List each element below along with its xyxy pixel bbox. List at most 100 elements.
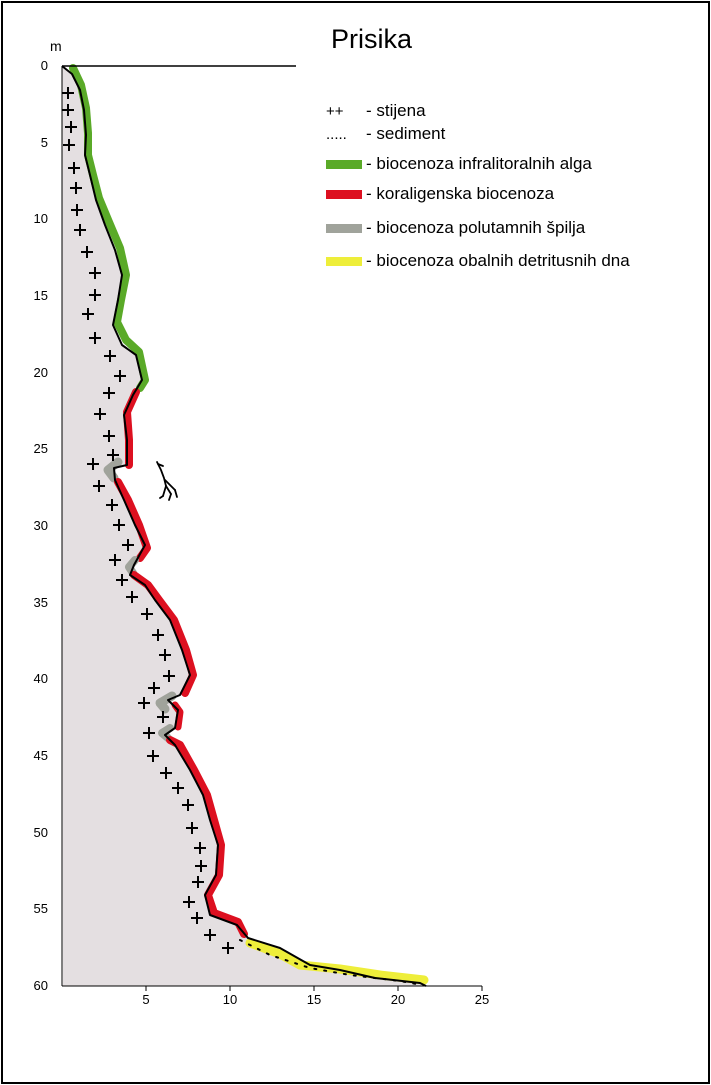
legend-label-semidark-caves: - biocenoza polutamnih špilja	[366, 218, 586, 237]
rock-cross	[103, 430, 115, 442]
rock-cross	[143, 727, 155, 739]
rock-cross	[116, 574, 128, 586]
rock-cross	[148, 682, 160, 694]
band-coralligenous-upper	[123, 388, 140, 469]
legend-item-sediment: ..... - sediment	[326, 124, 445, 146]
rock-cross	[89, 267, 101, 279]
band-cave-lower-1	[155, 691, 177, 714]
legend-label-infralittoral: - biocenoza infralitoralnih alga	[366, 154, 592, 173]
legend-label-rock: - stijena	[366, 101, 426, 120]
legend-label-coastal-detritic: - biocenoza obalnih detritusnih dna	[366, 251, 630, 270]
rock-cross	[152, 629, 164, 641]
rock-cross	[113, 519, 125, 531]
rock-cross	[194, 842, 206, 854]
rock-cross	[192, 876, 204, 888]
rock-cross	[63, 139, 75, 151]
rock-cross	[93, 480, 105, 492]
rock-cross	[89, 289, 101, 301]
legend-label-sediment: - sediment	[366, 124, 446, 143]
rock-cross	[122, 539, 134, 551]
rock-cross	[89, 332, 101, 344]
swatch-semidark-caves	[326, 224, 362, 234]
rock-cross	[222, 942, 234, 954]
rock-symbol: ++	[326, 103, 344, 121]
y-tick-label: 15	[33, 288, 48, 303]
rock-cross	[138, 697, 150, 709]
rock-cross	[65, 121, 77, 133]
y-tick-label: 10	[33, 211, 48, 227]
rock-cross	[204, 929, 216, 941]
x-tick-label: 15	[306, 992, 322, 1007]
rock-cross	[82, 308, 94, 320]
rock-cross	[157, 711, 169, 723]
rock-cross	[81, 246, 93, 258]
legend-item-infralittoral: - biocenoza infralitoralnih alga	[326, 154, 592, 176]
y-tick-label: 40	[33, 671, 48, 687]
swatch-infralittoral	[326, 160, 362, 170]
band-cave-upper	[103, 457, 123, 483]
diver-icon	[156, 461, 178, 501]
x-tick-label: 5	[142, 992, 150, 1007]
rock-cross	[70, 182, 82, 194]
rock-markers	[62, 87, 234, 954]
chart-title: Prisika	[331, 24, 413, 54]
sediment-symbol: .....	[326, 126, 347, 144]
y-tick-label: 50	[33, 824, 48, 840]
x-tick-marks	[145, 986, 483, 991]
band-coralligenous-middle	[114, 478, 151, 562]
rock-cross	[107, 449, 119, 461]
rock-cross	[182, 799, 194, 811]
swatch-coastal-detritic	[326, 257, 362, 267]
rock-cross	[159, 649, 171, 661]
legend-item-rock: ++ - stijena	[326, 101, 426, 123]
rock-cross	[74, 224, 86, 236]
y-tick-label: 60	[33, 978, 48, 993]
rock-cross	[62, 104, 74, 116]
y-tick-label: 5	[40, 134, 48, 150]
rock-cross	[71, 204, 83, 216]
rock-cross	[126, 591, 138, 603]
rock-cross	[87, 458, 99, 470]
rock-cross	[141, 608, 153, 620]
y-tick-label: 55	[33, 901, 48, 917]
legend-item-semidark-caves: - biocenoza polutamnih špilja	[326, 218, 585, 240]
x-tick-label: 10	[222, 992, 238, 1007]
rock-cross	[94, 408, 106, 420]
y-tick-label: 0	[40, 58, 48, 73]
seabed-profile-line	[61, 65, 427, 987]
rock-cross	[106, 499, 118, 511]
rock-cross	[183, 896, 195, 908]
rock-cross	[62, 87, 74, 99]
band-infralittoral	[69, 64, 149, 392]
x-tick-label: 20	[390, 992, 406, 1007]
rock-cross	[195, 860, 207, 872]
rock-cross	[104, 350, 116, 362]
y-tick-label: 25	[33, 441, 48, 457]
legend-label-coralligenous: - koraligenska biocenoza	[366, 184, 555, 203]
y-axis-unit: m	[50, 38, 62, 54]
sediment-line	[239, 939, 423, 986]
rock-cross	[103, 387, 115, 399]
y-tick-label: 35	[33, 594, 48, 610]
rock-cross	[68, 162, 80, 174]
band-coralligenous-lower	[130, 571, 197, 697]
rock-cross	[163, 670, 175, 682]
rock-cross	[114, 370, 126, 382]
legend-item-coastal-detritic: - biocenoza obalnih detritusnih dna	[326, 251, 630, 273]
rock-cross	[109, 554, 121, 566]
band-coralligenous-deep	[166, 736, 248, 938]
y-tick-label: 20	[33, 364, 48, 380]
rock-cross	[191, 912, 203, 924]
y-tick-label: 30	[33, 518, 48, 533]
x-tick-label: 25	[474, 992, 490, 1007]
rock-cross	[160, 767, 172, 779]
rock-cross	[172, 782, 184, 794]
rock-cross	[147, 750, 159, 762]
legend-item-coralligenous: - koraligenska biocenoza	[326, 184, 554, 206]
y-tick-label: 45	[33, 748, 48, 763]
swatch-coralligenous	[326, 190, 362, 200]
rock-cross	[186, 822, 198, 834]
